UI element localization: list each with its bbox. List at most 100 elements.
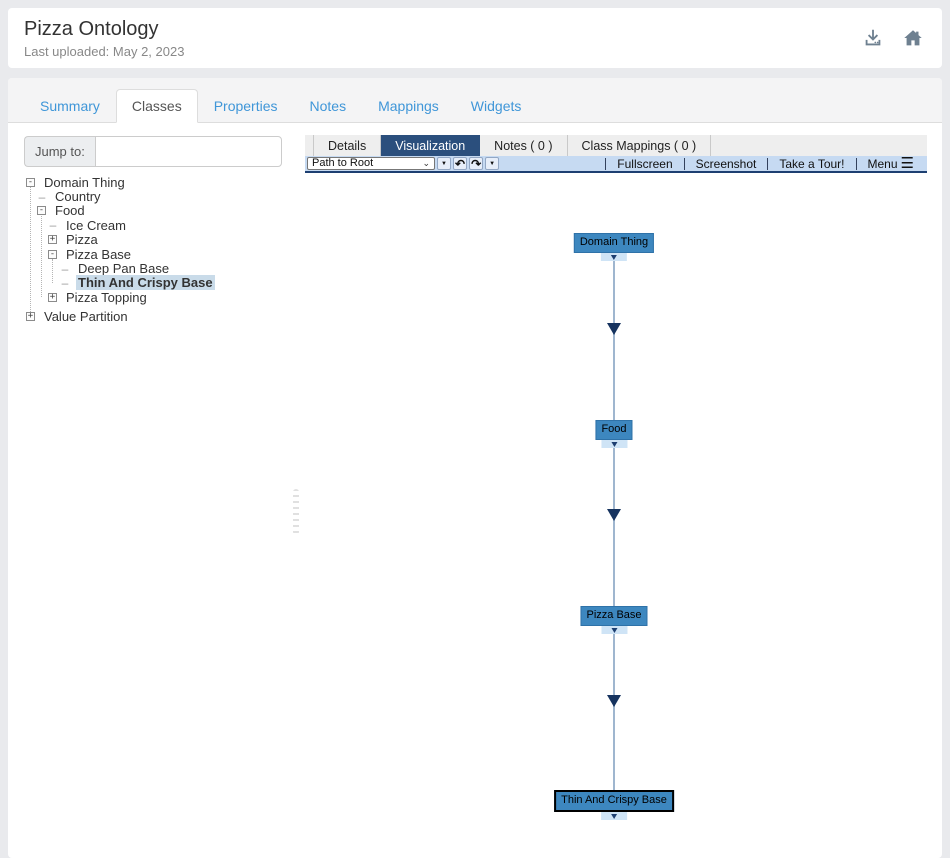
edge-arrowhead: [607, 509, 621, 521]
tree-item-domain-thing: - Domain Thing: [24, 174, 292, 190]
screenshot-button[interactable]: Screenshot: [695, 156, 757, 171]
expand-icon[interactable]: +: [48, 291, 57, 302]
toolbar-separator: [855, 157, 857, 170]
jump-to-group: Jump to:: [24, 136, 282, 167]
undo-arrow-icon: ↶: [455, 156, 466, 171]
jump-to-input[interactable]: [94, 136, 282, 167]
viz-mode-selected-value: Path to Root: [312, 157, 374, 169]
tree-item-value-partition: + Value Partition: [24, 309, 292, 325]
tab-viz-notes[interactable]: Notes ( 0 ): [480, 135, 568, 156]
tree-item-label[interactable]: Value Partition: [44, 309, 128, 325]
graph-edge-line: [613, 243, 615, 803]
graph-node-food: Food: [595, 420, 633, 448]
class-detail-tabs: Details Visualization Notes ( 0 ) Class …: [305, 135, 927, 156]
tree-item-pizza-base: - Pizza Base: [24, 246, 292, 262]
tree-item-label[interactable]: Country: [55, 189, 101, 205]
tab-mappings[interactable]: Mappings: [378, 98, 439, 114]
collapse-icon[interactable]: -: [48, 248, 57, 259]
tree-item-label[interactable]: Food: [55, 203, 85, 219]
viz-mode-select[interactable]: Path to Root ⌄: [307, 157, 435, 170]
edge-arrowhead: [607, 323, 621, 335]
fullscreen-button[interactable]: Fullscreen: [617, 156, 673, 171]
tab-visualization[interactable]: Visualization: [381, 135, 481, 156]
tab-properties[interactable]: Properties: [213, 98, 278, 114]
triangle-down-icon: [611, 813, 617, 819]
graph-node-label[interactable]: Thin And Crispy Base: [554, 790, 674, 812]
node-expand-strip[interactable]: [601, 626, 627, 634]
tab-classes[interactable]: Classes: [115, 89, 198, 123]
class-tree-sidebar: Jump to: - Domain Thing – Country: [24, 136, 292, 324]
tree-guide-line: [30, 186, 31, 316]
tree-item-pizza: + Pizza: [24, 232, 292, 248]
take-a-tour-button[interactable]: Take a Tour!: [779, 156, 845, 171]
graph-node-pizza-base: Pizza Base: [580, 606, 648, 634]
toolbar-separator: [767, 157, 769, 170]
redo-button[interactable]: ↷: [469, 156, 484, 171]
tree-item-label[interactable]: Pizza Topping: [66, 289, 147, 305]
tab-notes[interactable]: Notes: [309, 98, 347, 114]
toolbar-separator: [683, 157, 685, 170]
tree-item-label[interactable]: Deep Pan Base: [78, 261, 170, 277]
node-expand-strip[interactable]: [601, 253, 627, 261]
panel-resize-handle[interactable]: [293, 489, 299, 535]
graph-node-domain-thing: Domain Thing: [573, 233, 655, 261]
tree-item-label-selected[interactable]: Thin And Crispy Base: [76, 275, 215, 291]
graph-node-thin-and-crispy-base: Thin And Crispy Base: [554, 790, 674, 820]
tree-item-thin-and-crispy-base: – Thin And Crispy Base: [24, 275, 292, 291]
last-uploaded-text: Last uploaded: May 2, 2023: [24, 44, 185, 59]
tree-item-pizza-topping: + Pizza Topping: [24, 289, 292, 305]
dropdown-triangle-button-2[interactable]: ▼: [485, 157, 500, 170]
graph-node-label[interactable]: Pizza Base: [580, 606, 648, 626]
tree-item-ice-cream: – Ice Cream: [24, 217, 292, 233]
tab-widgets[interactable]: Widgets: [470, 98, 522, 114]
collapse-icon[interactable]: -: [26, 176, 35, 187]
tree-guide-line: [52, 259, 53, 283]
expand-icon[interactable]: +: [48, 234, 57, 245]
chevron-down-icon: ⌄: [422, 158, 430, 168]
undo-button[interactable]: ↶: [453, 156, 468, 171]
redo-arrow-icon: ↷: [471, 156, 482, 171]
node-expand-strip[interactable]: [601, 812, 627, 820]
menu-button[interactable]: Menu ☰: [857, 154, 925, 172]
toolbar-right-buttons: Fullscreen Screenshot Take a Tour! Menu …: [605, 156, 925, 171]
home-icon[interactable]: [902, 27, 924, 49]
graph-canvas: Domain Thing Food Pizza Base Thin And Cr…: [305, 173, 927, 856]
tree-item-label[interactable]: Pizza: [66, 232, 98, 248]
class-detail-panel: Details Visualization Notes ( 0 ) Class …: [305, 135, 927, 856]
leaf-dash-icon: –: [61, 275, 69, 290]
hamburger-icon: ☰: [900, 154, 914, 172]
download-icon[interactable]: [862, 27, 884, 49]
triangle-down-icon: ▼: [441, 160, 447, 167]
graph-node-label[interactable]: Domain Thing: [573, 233, 655, 253]
collapse-icon[interactable]: -: [37, 205, 46, 216]
tab-summary[interactable]: Summary: [40, 98, 100, 114]
triangle-down-icon: [610, 441, 617, 447]
tree-guide-line: [41, 216, 42, 297]
main-card: Summary Classes Properties Notes Mapping…: [8, 78, 942, 858]
tree-item-label[interactable]: Pizza Base: [66, 246, 132, 262]
tab-class-mappings[interactable]: Class Mappings ( 0 ): [568, 135, 712, 156]
visualization-toolbar: Path to Root ⌄ ▼ ↶ ↷ ▼: [305, 156, 927, 173]
toolbar-separator: [605, 157, 607, 170]
header-icons: [862, 27, 924, 49]
menu-button-label: Menu: [867, 156, 898, 171]
tree-item-food: - Food: [24, 203, 292, 219]
edge-arrowhead: [607, 695, 621, 707]
tree-item-label[interactable]: Domain Thing: [44, 174, 125, 190]
tree-item-country: – Country: [24, 189, 292, 205]
dropdown-triangle-button[interactable]: ▼: [437, 157, 451, 170]
expand-icon[interactable]: +: [26, 311, 35, 322]
class-tree: - Domain Thing – Country - Food – Ice Cr…: [24, 175, 292, 324]
leaf-dash-icon: –: [49, 218, 57, 233]
node-expand-strip[interactable]: [600, 440, 627, 448]
jump-to-label: Jump to:: [24, 136, 95, 167]
graph-node-label[interactable]: Food: [595, 420, 633, 440]
leaf-dash-icon: –: [61, 261, 69, 276]
tab-details[interactable]: Details: [313, 135, 382, 156]
ontology-header: Pizza Ontology Last uploaded: May 2, 202…: [8, 8, 942, 68]
ontology-tabstrip: Summary Classes Properties Notes Mapping…: [8, 78, 942, 123]
classes-content: Jump to: - Domain Thing – Country: [8, 123, 942, 856]
tree-item-label[interactable]: Ice Cream: [66, 217, 126, 233]
triangle-down-icon: [611, 254, 617, 260]
